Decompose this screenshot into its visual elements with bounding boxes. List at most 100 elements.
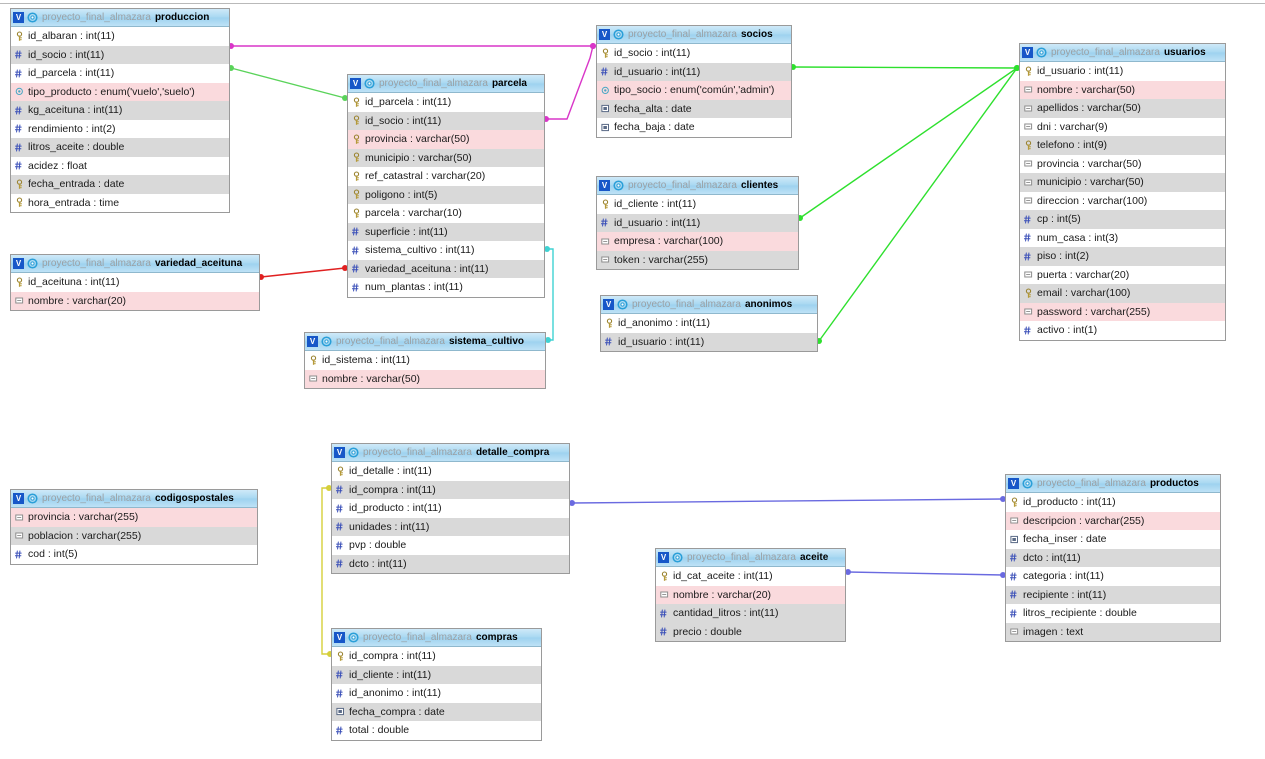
table-row[interactable]: token : varchar(255) xyxy=(597,250,798,269)
table-row[interactable]: cantidad_litros : int(11) xyxy=(656,604,845,623)
table-row[interactable]: dcto : int(11) xyxy=(1006,548,1220,567)
table-row[interactable]: nombre : varchar(20) xyxy=(656,585,845,604)
rel-detalle-productos[interactable] xyxy=(569,496,1006,506)
table-row[interactable]: id_anonimo : int(11) xyxy=(601,314,817,333)
rel-parcela-sistema[interactable] xyxy=(544,246,554,343)
table-row[interactable]: id_usuario : int(11) xyxy=(597,213,798,232)
rel-parcela-socios[interactable] xyxy=(543,43,596,122)
table-row[interactable]: poligono : int(5) xyxy=(348,185,544,204)
table-row[interactable]: id_aceituna : int(11) xyxy=(11,273,259,292)
table-row[interactable]: fecha_entrada : date xyxy=(11,175,229,194)
table-row[interactable]: fecha_compra : date xyxy=(332,702,541,721)
table-row[interactable]: nombre : varchar(20) xyxy=(11,291,259,310)
table-row[interactable]: fecha_inser : date xyxy=(1006,530,1220,549)
table-row[interactable]: fecha_alta : date xyxy=(597,99,791,118)
table-row[interactable]: pvp : double xyxy=(332,536,569,555)
table-row[interactable]: categoria : int(11) xyxy=(1006,567,1220,586)
table-row[interactable]: apellidos : varchar(50) xyxy=(1020,99,1225,118)
table-row[interactable]: id_producto : int(11) xyxy=(1006,493,1220,512)
table-row[interactable]: piso : int(2) xyxy=(1020,247,1225,266)
table-row[interactable]: id_detalle : int(11) xyxy=(332,462,569,481)
table-row[interactable]: parcela : varchar(10) xyxy=(348,204,544,223)
table-row[interactable]: email : varchar(100) xyxy=(1020,284,1225,303)
table-row[interactable]: id_albaran : int(11) xyxy=(11,27,229,46)
rel-produccion-parcela[interactable] xyxy=(228,65,348,101)
table-row[interactable]: id_compra : int(11) xyxy=(332,647,541,666)
table-row[interactable]: imagen : text xyxy=(1006,622,1220,641)
rel-parcela-variedad[interactable] xyxy=(258,265,348,280)
table-row[interactable]: telefono : int(9) xyxy=(1020,136,1225,155)
table-row[interactable]: variedad_aceituna : int(11) xyxy=(348,259,544,278)
table-row[interactable]: num_casa : int(3) xyxy=(1020,228,1225,247)
table-row[interactable]: provincia : varchar(255) xyxy=(11,508,257,527)
table-row[interactable]: id_socio : int(11) xyxy=(597,44,791,63)
table-row[interactable]: num_plantas : int(11) xyxy=(348,278,544,297)
table-row[interactable]: superficie : int(11) xyxy=(348,222,544,241)
rel-aceite-productos[interactable] xyxy=(845,569,1006,578)
table-row[interactable]: descripcion : varchar(255) xyxy=(1006,511,1220,530)
table-row[interactable]: hora_entrada : time xyxy=(11,193,229,212)
table-row[interactable]: id_cliente : int(11) xyxy=(332,665,541,684)
table-row[interactable]: nombre : varchar(50) xyxy=(1020,80,1225,99)
table-row[interactable]: id_compra : int(11) xyxy=(332,480,569,499)
table-row[interactable]: total : double xyxy=(332,721,541,740)
table-row[interactable]: puerta : varchar(20) xyxy=(1020,265,1225,284)
table-row[interactable]: password : varchar(255) xyxy=(1020,302,1225,321)
table-row[interactable]: tipo_producto : enum('vuelo','suelo') xyxy=(11,82,229,101)
table-row[interactable]: id_usuario : int(11) xyxy=(597,62,791,81)
rel-clientes-usuarios[interactable] xyxy=(797,65,1020,221)
table-row[interactable]: unidades : int(11) xyxy=(332,517,569,536)
table-row[interactable]: id_cat_aceite : int(11) xyxy=(656,567,845,586)
table-row[interactable]: acidez : float xyxy=(11,156,229,175)
table-row[interactable]: sistema_cultivo : int(11) xyxy=(348,241,544,260)
table-row[interactable]: poblacion : varchar(255) xyxy=(11,526,257,545)
table-row[interactable]: municipio : varchar(50) xyxy=(348,148,544,167)
table-row[interactable]: id_usuario : int(11) xyxy=(1020,62,1225,81)
table-row[interactable]: provincia : varchar(50) xyxy=(348,130,544,149)
table-row[interactable]: direccion : varchar(100) xyxy=(1020,191,1225,210)
table-row[interactable]: provincia : varchar(50) xyxy=(1020,154,1225,173)
table-row[interactable]: id_anonimo : int(11) xyxy=(332,684,541,703)
table-row[interactable]: precio : double xyxy=(656,622,845,641)
table-row[interactable]: cod : int(5) xyxy=(11,545,257,564)
table-row[interactable]: id_socio : int(11) xyxy=(11,45,229,64)
table-row[interactable]: kg_aceituna : int(11) xyxy=(11,101,229,120)
table-row[interactable]: id_producto : int(11) xyxy=(332,499,569,518)
table-row[interactable]: litros_recipiente : double xyxy=(1006,604,1220,623)
table-row[interactable]: nombre : varchar(50) xyxy=(305,369,545,388)
table-row[interactable]: litros_aceite : double xyxy=(11,138,229,157)
table-row[interactable]: id_usuario : int(11) xyxy=(601,332,817,351)
table-row[interactable]: dni : varchar(9) xyxy=(1020,117,1225,136)
table-row[interactable]: id_parcela : int(11) xyxy=(348,93,544,112)
table-row[interactable]: tipo_socio : enum('común','admin') xyxy=(597,81,791,100)
table-row[interactable]: ref_catastral : varchar(20) xyxy=(348,167,544,186)
table-row[interactable]: cp : int(5) xyxy=(1020,210,1225,229)
table-row[interactable]: empresa : varchar(100) xyxy=(597,232,798,251)
rel-socios-usuarios[interactable] xyxy=(790,64,1020,71)
table-row[interactable]: fecha_baja : date xyxy=(597,118,791,137)
table-row[interactable]: municipio : varchar(50) xyxy=(1020,173,1225,192)
